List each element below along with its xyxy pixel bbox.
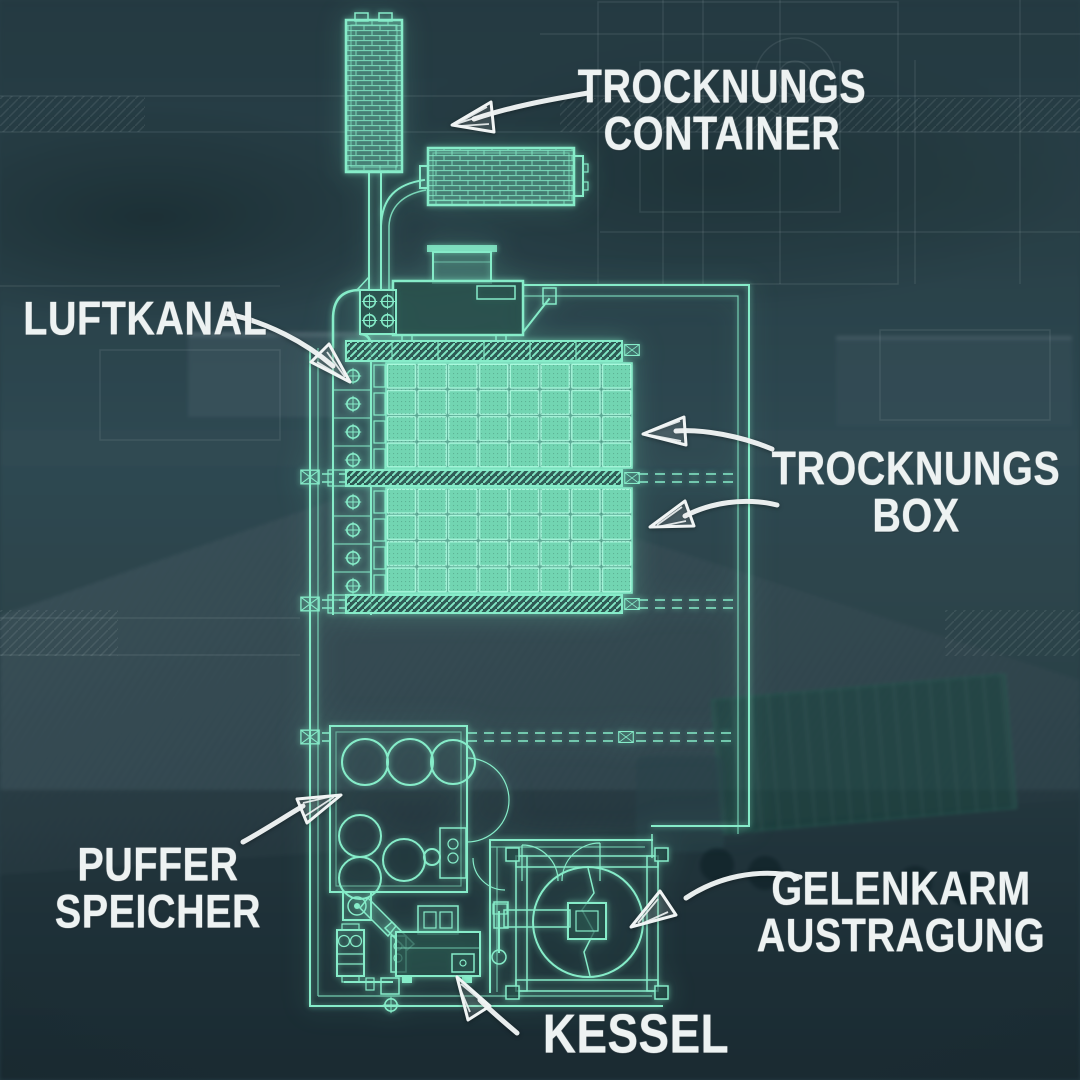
label-line: TROCKNUNGS	[771, 443, 1061, 496]
conveyor-bar-bottom	[300, 594, 736, 614]
infeed-conveyor-axis	[300, 729, 736, 745]
label-puffer-speicher: PUFFER SPEICHER	[54, 839, 262, 939]
fan-unit	[391, 245, 557, 341]
rotary-arm-circle	[532, 866, 644, 978]
buffer-tank	[430, 739, 476, 785]
buffer-tank	[386, 738, 434, 786]
label-gelenkarm-austragung: GELENKARM AUSTRAGUNG	[756, 863, 1046, 963]
screw-conveyor	[503, 909, 571, 928]
label-kessel: KESSEL	[542, 1004, 730, 1066]
building-outline	[309, 284, 750, 1007]
label-line: KESSEL	[542, 1004, 730, 1066]
label-line: CONTAINER	[603, 108, 841, 161]
kessel-room	[336, 891, 508, 1014]
label-line: GELENKARM	[771, 863, 1031, 916]
ash-cart	[380, 977, 400, 995]
bearing-box	[493, 901, 509, 929]
label-line: AUSTRAGUNG	[756, 910, 1046, 963]
drying-cells-upper	[385, 362, 633, 469]
door-arc	[472, 857, 506, 891]
gearbox	[567, 902, 607, 940]
puffer-speicher-room	[329, 725, 510, 900]
trocknungs-container-horizontal	[419, 146, 589, 207]
label-line: LUFTKANAL	[23, 293, 268, 346]
hatch-band	[0, 96, 145, 132]
trocknungs-container-vertical	[344, 12, 404, 174]
door-arc	[466, 757, 510, 801]
arrow-kessel	[455, 975, 520, 1036]
door-arc	[466, 799, 510, 843]
conveyor-bar-top	[345, 340, 640, 362]
arrow-luftkanal	[221, 310, 352, 384]
hatch-band	[560, 98, 1080, 132]
hatch-band	[945, 610, 1080, 656]
arrow-puffer-speicher	[240, 793, 343, 845]
conveyor-bar-middle	[300, 469, 736, 487]
buffer-tank	[338, 856, 382, 900]
arrow-trocknungs-container	[450, 90, 591, 134]
label-line: TROCKNUNGS	[577, 61, 867, 114]
gelenkarm-austragung-room	[493, 847, 669, 1000]
label-luftkanal: LUFTKANAL	[23, 293, 268, 346]
label-line: SPEICHER	[54, 886, 262, 939]
arm-joint	[342, 891, 372, 921]
drying-cells-lower	[385, 487, 633, 594]
hatch-band	[0, 610, 118, 656]
arrow-trocknungs-box-upper	[641, 415, 775, 452]
label-trocknungs-container: TROCKNUNGS CONTAINER	[577, 61, 867, 161]
label-line: BOX	[872, 490, 960, 543]
arrow-gelenkarm	[629, 870, 803, 929]
door-arc	[561, 842, 601, 882]
arrow-trocknungs-box-lower	[648, 498, 780, 529]
trocknungs-box-structure	[300, 340, 736, 614]
fan-block	[359, 289, 397, 335]
label-trocknungs-box: TROCKNUNGS BOX	[771, 443, 1061, 543]
air-hose	[380, 178, 427, 291]
label-line: PUFFER	[77, 839, 239, 892]
